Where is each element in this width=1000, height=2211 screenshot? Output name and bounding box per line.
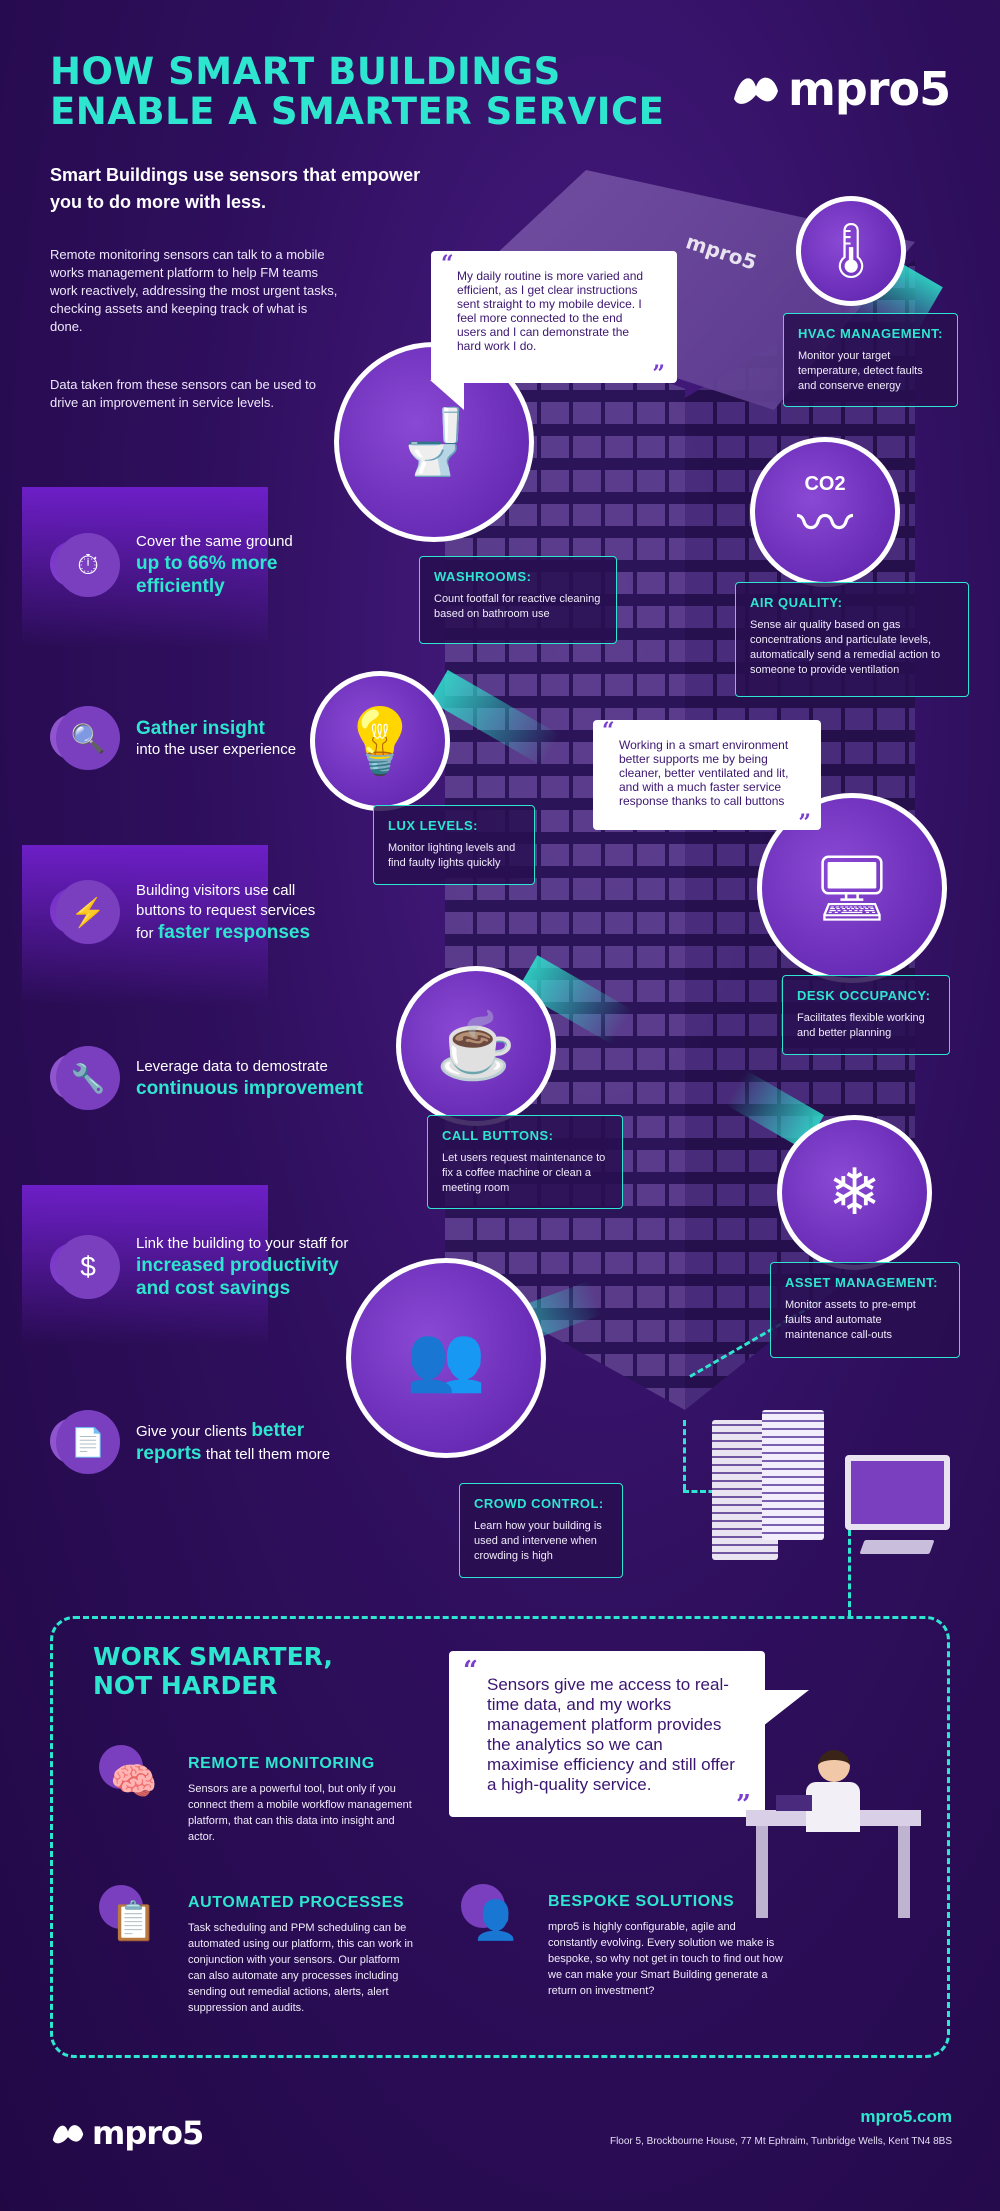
intro-paragraph-2: Data taken from these sensors can be use…: [50, 377, 316, 410]
stopwatch-gear-icon: ⏱: [50, 533, 120, 597]
document-upload-icon: 📋: [99, 1885, 167, 1955]
user-settings-icon: 👤: [461, 1884, 529, 1954]
feature-reports: 📄 Give your clients better reports that …: [50, 1410, 376, 1474]
footer-wordmark: mpro5: [92, 2114, 204, 2152]
thermometer-icon: 🌡: [796, 196, 906, 306]
info-crowd-control: CROWD CONTROL: Learn how your building i…: [459, 1483, 623, 1578]
keyboard-icon: [859, 1540, 935, 1554]
person-head-icon: [818, 1750, 850, 1782]
title-line-1: HOW SMART BUILDINGS: [50, 50, 561, 93]
automated-processes-block: AUTOMATED PROCESSES Task scheduling and …: [188, 1894, 414, 2014]
lightning-icon: ⚡: [50, 880, 120, 944]
info-washrooms: WASHROOMS: Count footfall for reactive c…: [419, 556, 617, 644]
quote-tail: [430, 380, 464, 410]
hand-coin-icon: $: [50, 1235, 120, 1299]
air-conditioner-icon: ❄: [777, 1115, 932, 1270]
desk-leg: [756, 1826, 768, 1918]
intro-paragraph-1: Remote monitoring sensors can talk to a …: [50, 247, 338, 334]
info-hvac: HVAC MANAGEMENT: Monitor your target tem…: [783, 313, 958, 407]
magnifier-insight-icon: 🔍: [50, 706, 120, 770]
work-smarter-title: WORK SMARTER, NOT HARDER: [93, 1642, 333, 1700]
server-rack-icon: [762, 1410, 824, 1540]
connector-line: [848, 1530, 851, 1616]
feature-call-buttons: ⚡ Building visitors use call buttons to …: [50, 880, 346, 944]
info-lux-levels: LUX LEVELS: Monitor lighting levels and …: [373, 805, 535, 885]
info-asset-management: ASSET MANAGEMENT: Monitor assets to pre-…: [770, 1262, 960, 1358]
monitor-icon: [845, 1455, 950, 1530]
subtitle: Smart Buildings use sensors that empower…: [50, 165, 421, 212]
footer-logo[interactable]: mpro5: [50, 2114, 204, 2152]
footer-address: Floor 5, Brockbourne House, 77 Mt Ephrai…: [609, 2136, 952, 2147]
info-call-buttons: CALL BUTTONS: Let users request maintena…: [427, 1115, 623, 1209]
quote-cleaner: “ My daily routine is more varied and ef…: [431, 251, 677, 385]
connector-line: [683, 1420, 686, 1490]
lamp-scene-icon: 💡: [310, 671, 450, 811]
title-line-2: ENABLE A SMARTER SERVICE: [50, 90, 665, 133]
brand-wordmark: mpro5: [788, 62, 951, 116]
work-smarter-panel: [50, 1616, 950, 2058]
quote-user: “ Working in a smart environment better …: [593, 720, 821, 834]
air-quality-icon: CO2 〰: [750, 437, 900, 587]
mpro5-logo-mark-icon: [52, 2125, 84, 2144]
feature-productivity: $ Link the building to your staff for in…: [50, 1234, 376, 1300]
person-body-icon: [806, 1782, 860, 1832]
laptop-icon: [776, 1795, 812, 1811]
desk-scene-icon: 🖥: [757, 793, 947, 983]
connector-line: [683, 1490, 723, 1493]
quote-manager: “ Sensors give me access to real-time da…: [449, 1651, 765, 1818]
feature-improvement: 🔧 Leverage data to demostrate continuous…: [50, 1046, 386, 1110]
report-icon: 📄: [50, 1410, 120, 1474]
wrench-gear-icon: 🔧: [50, 1046, 120, 1110]
desk-leg: [898, 1826, 910, 1918]
mpro5-logo-mark-icon: [734, 77, 778, 104]
brand-logo[interactable]: mpro5: [730, 62, 951, 116]
remote-monitoring-block: REMOTE MONITORING Sensors are a powerful…: [188, 1755, 412, 1843]
brain-circuit-icon: 🧠: [99, 1745, 167, 1815]
page-title: HOW SMART BUILDINGS ENABLE A SMARTER SER…: [50, 52, 670, 132]
feature-insight: 🔍 Gather insight into the user experienc…: [50, 706, 336, 770]
info-air-quality: AIR QUALITY: Sense air quality based on …: [735, 582, 969, 697]
website-link[interactable]: mpro5.com: [860, 2107, 952, 2126]
quote-tail: [763, 1690, 809, 1726]
crowd-scene-icon: 👥: [346, 1258, 546, 1458]
bespoke-solutions-block: BESPOKE SOLUTIONS mpro5 is highly config…: [548, 1893, 783, 1997]
feature-efficiency: ⏱ Cover the same ground up to 66% more e…: [50, 532, 336, 598]
info-desk-occupancy: DESK OCCUPANCY: Facilitates flexible wor…: [782, 975, 950, 1055]
coffee-machine-scene-icon: ☕: [396, 966, 556, 1126]
